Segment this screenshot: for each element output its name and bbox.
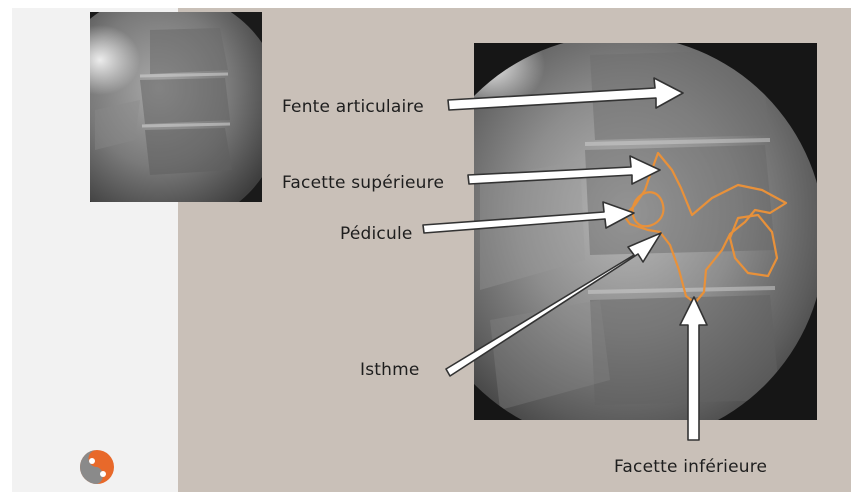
label-pedicule: Pédicule <box>340 224 413 244</box>
small-xray-image <box>60 12 262 202</box>
label-facette-inferieure: Facette inférieure <box>614 457 767 477</box>
logo-icon <box>80 450 114 484</box>
label-facette-superieure: Facette supérieure <box>282 173 444 193</box>
label-fente-articulaire: Fente articulaire <box>282 97 424 117</box>
label-isthme: Isthme <box>360 360 420 380</box>
